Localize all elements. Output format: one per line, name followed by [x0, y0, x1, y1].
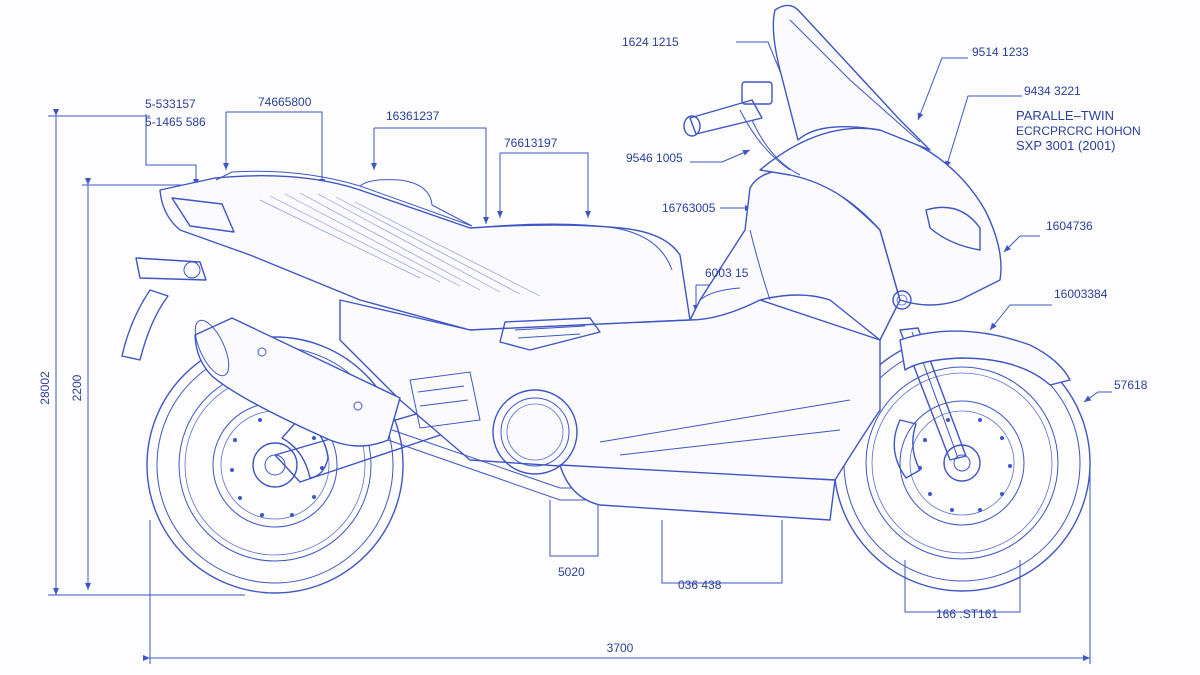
brand-emblem	[892, 290, 912, 310]
label-fairing: 9434 3221	[1024, 84, 1081, 98]
front-disc-holes	[918, 418, 1012, 512]
front-bottom-bracket	[904, 560, 1021, 613]
label-top-left-1: 5-533157	[145, 97, 196, 111]
label-handlebar: 9546 1005	[626, 151, 683, 165]
exhaust	[194, 317, 401, 447]
label-top-left-2: 5-1465 586	[145, 115, 206, 129]
front-fork	[899, 327, 967, 461]
motorcycle-body	[121, 4, 1002, 521]
seat-and-tail	[159, 175, 691, 331]
rear-indicator	[135, 257, 207, 281]
label-engine-3: SXP 3001 (2001)	[1016, 138, 1116, 153]
dimension-lines	[48, 109, 1091, 664]
label-top-center: 1624 1215	[622, 35, 679, 49]
under-mid-bracket	[549, 500, 599, 557]
label-knee: 6003 15	[705, 266, 749, 280]
floorboard	[559, 464, 836, 521]
label-front-fender: 16003384	[1054, 287, 1108, 301]
label-front-wheel: 57618	[1114, 378, 1148, 392]
label-engine-1: PARALLE–TWIN	[1016, 108, 1114, 123]
label-left-dim-inner: 2200	[70, 374, 84, 401]
master-cylinder	[741, 81, 773, 105]
engine-cover	[492, 389, 578, 475]
label-windscreen: 9514 1233	[972, 45, 1029, 59]
handlebar-grip	[689, 99, 763, 135]
front-fender	[899, 330, 1071, 386]
label-front-bottom: 166 :ST161	[936, 607, 998, 621]
headlight	[925, 206, 981, 251]
front-fairing	[759, 127, 1002, 306]
tail-light	[171, 197, 235, 233]
label-engine-2: ECRCPRCRC HOHON	[1016, 124, 1141, 138]
rear-disc-holes	[230, 418, 324, 517]
rear-hugger	[121, 289, 169, 361]
label-seat-front: 76613197	[504, 136, 558, 150]
windscreen	[772, 4, 931, 151]
label-left-dim-outer: 28002	[38, 371, 52, 405]
dimension-labels: 5-533157 5-1465 586 74665800 16361237 76…	[38, 35, 1148, 655]
label-under-mid: 5020	[558, 565, 585, 579]
label-mirror-mount: 16763005	[662, 201, 716, 215]
under-center-bracket	[661, 520, 783, 584]
label-headlight: 1604736	[1046, 219, 1093, 233]
side-vent	[499, 317, 601, 351]
seat-hatching	[259, 192, 541, 297]
label-seat-mid: 16361237	[386, 109, 440, 123]
side-fairing	[339, 299, 881, 481]
label-length: 3700	[607, 641, 634, 655]
label-under-center: 036 438	[678, 578, 722, 592]
label-seat-rear: 74665800	[258, 95, 312, 109]
